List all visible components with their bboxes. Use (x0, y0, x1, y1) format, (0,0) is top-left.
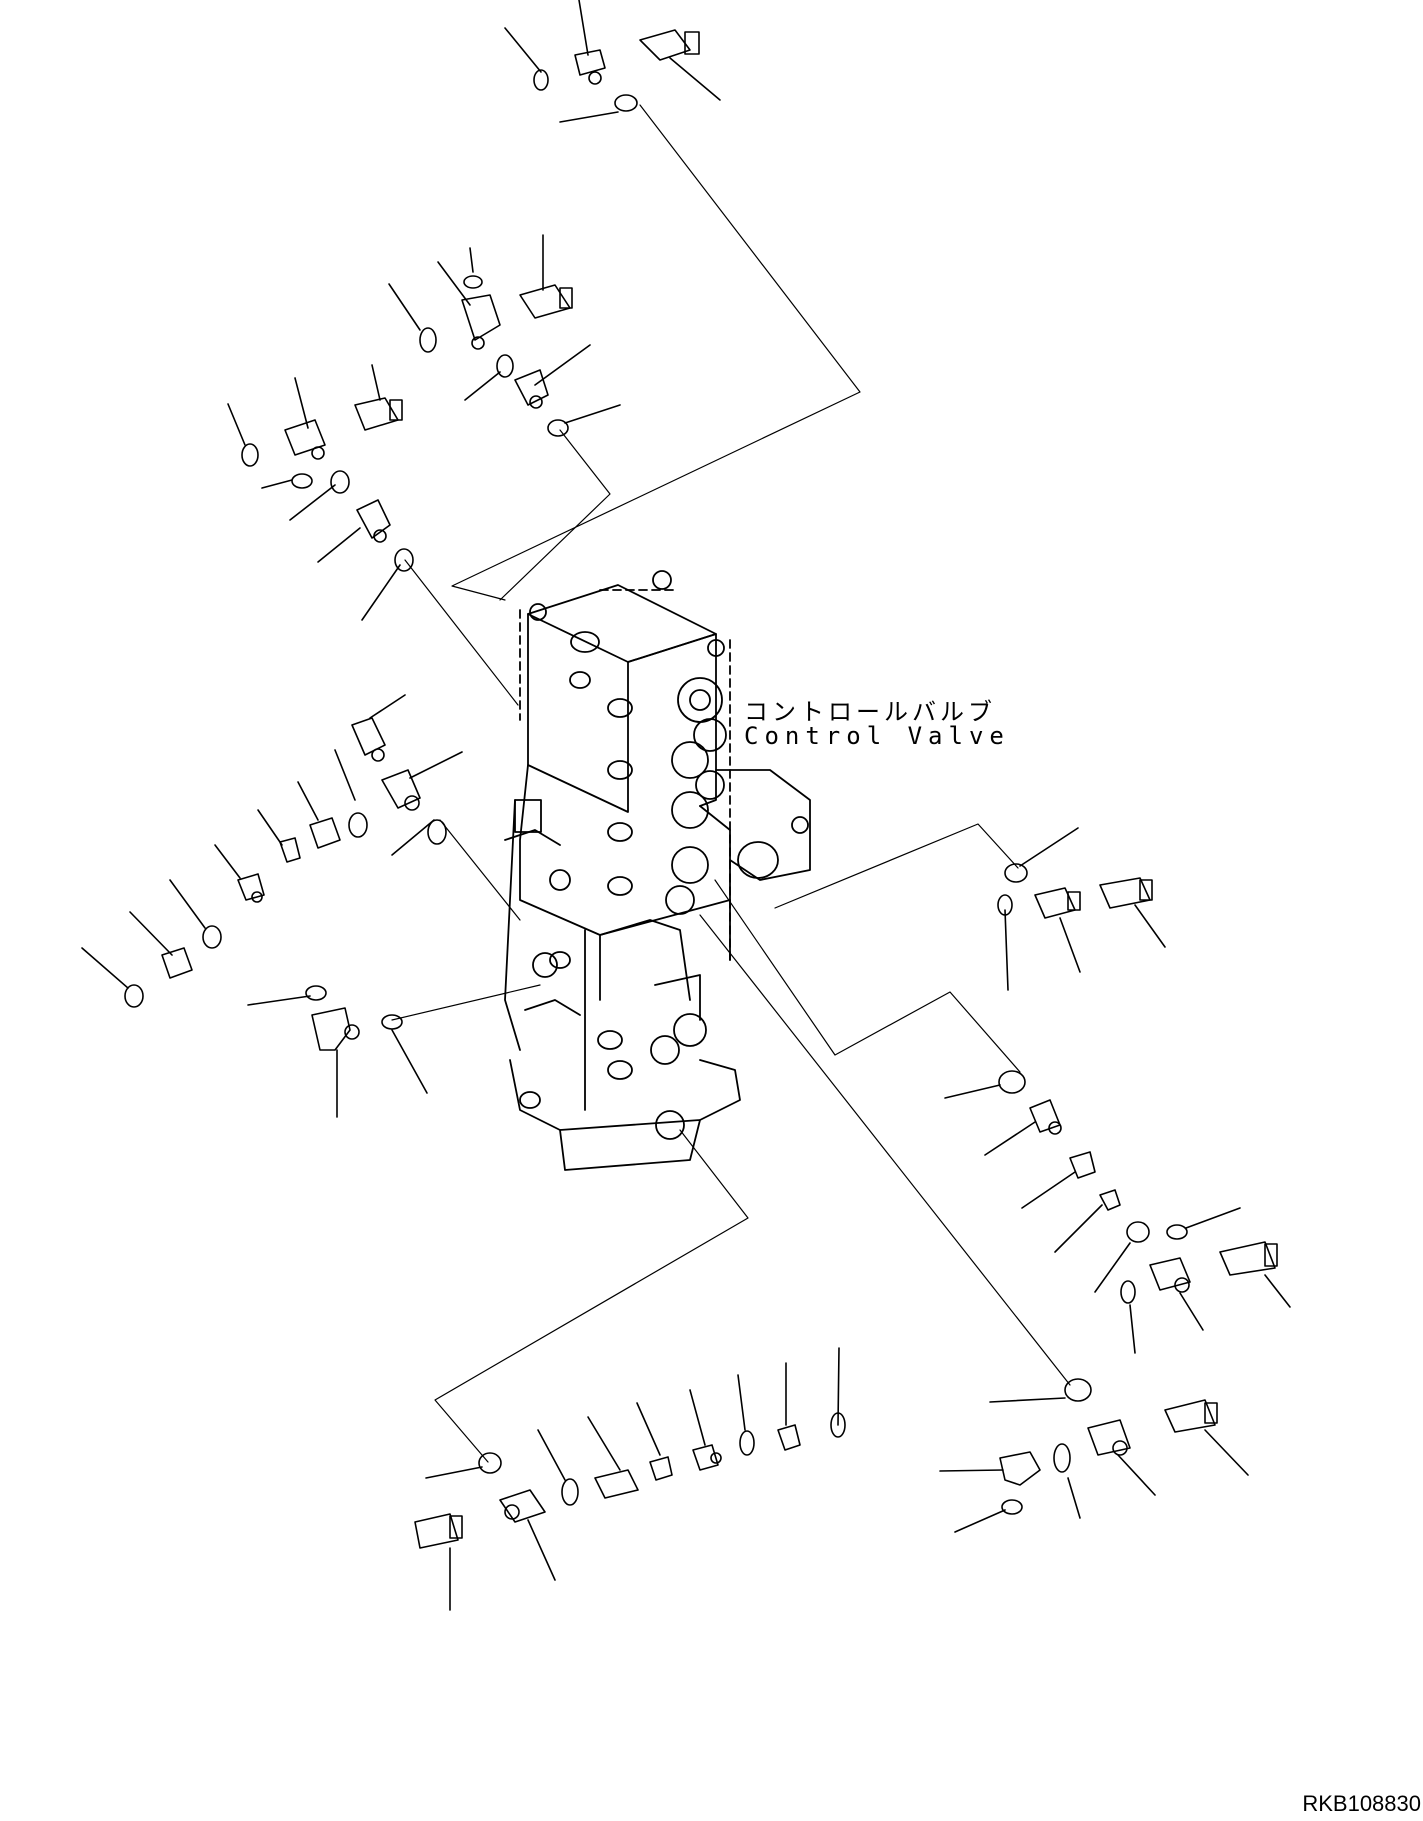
part-group-right-upper (997, 827, 1166, 991)
control-valve-body (504, 570, 811, 1171)
part-group-bottom-left (414, 1347, 846, 1611)
component-label-english: Control Valve (744, 722, 1010, 750)
part-group-right-middle (944, 1070, 1291, 1354)
part-group-upper-left (227, 234, 621, 621)
leader-lines (391, 104, 1071, 1463)
component-label-japanese: コントロールバルブ (744, 698, 996, 726)
drawing-id: RKB108830 (1302, 1791, 1421, 1816)
part-group-bottom-right (939, 1378, 1249, 1533)
part-group-top (504, 0, 721, 123)
part-group-mid-left (81, 694, 463, 1118)
